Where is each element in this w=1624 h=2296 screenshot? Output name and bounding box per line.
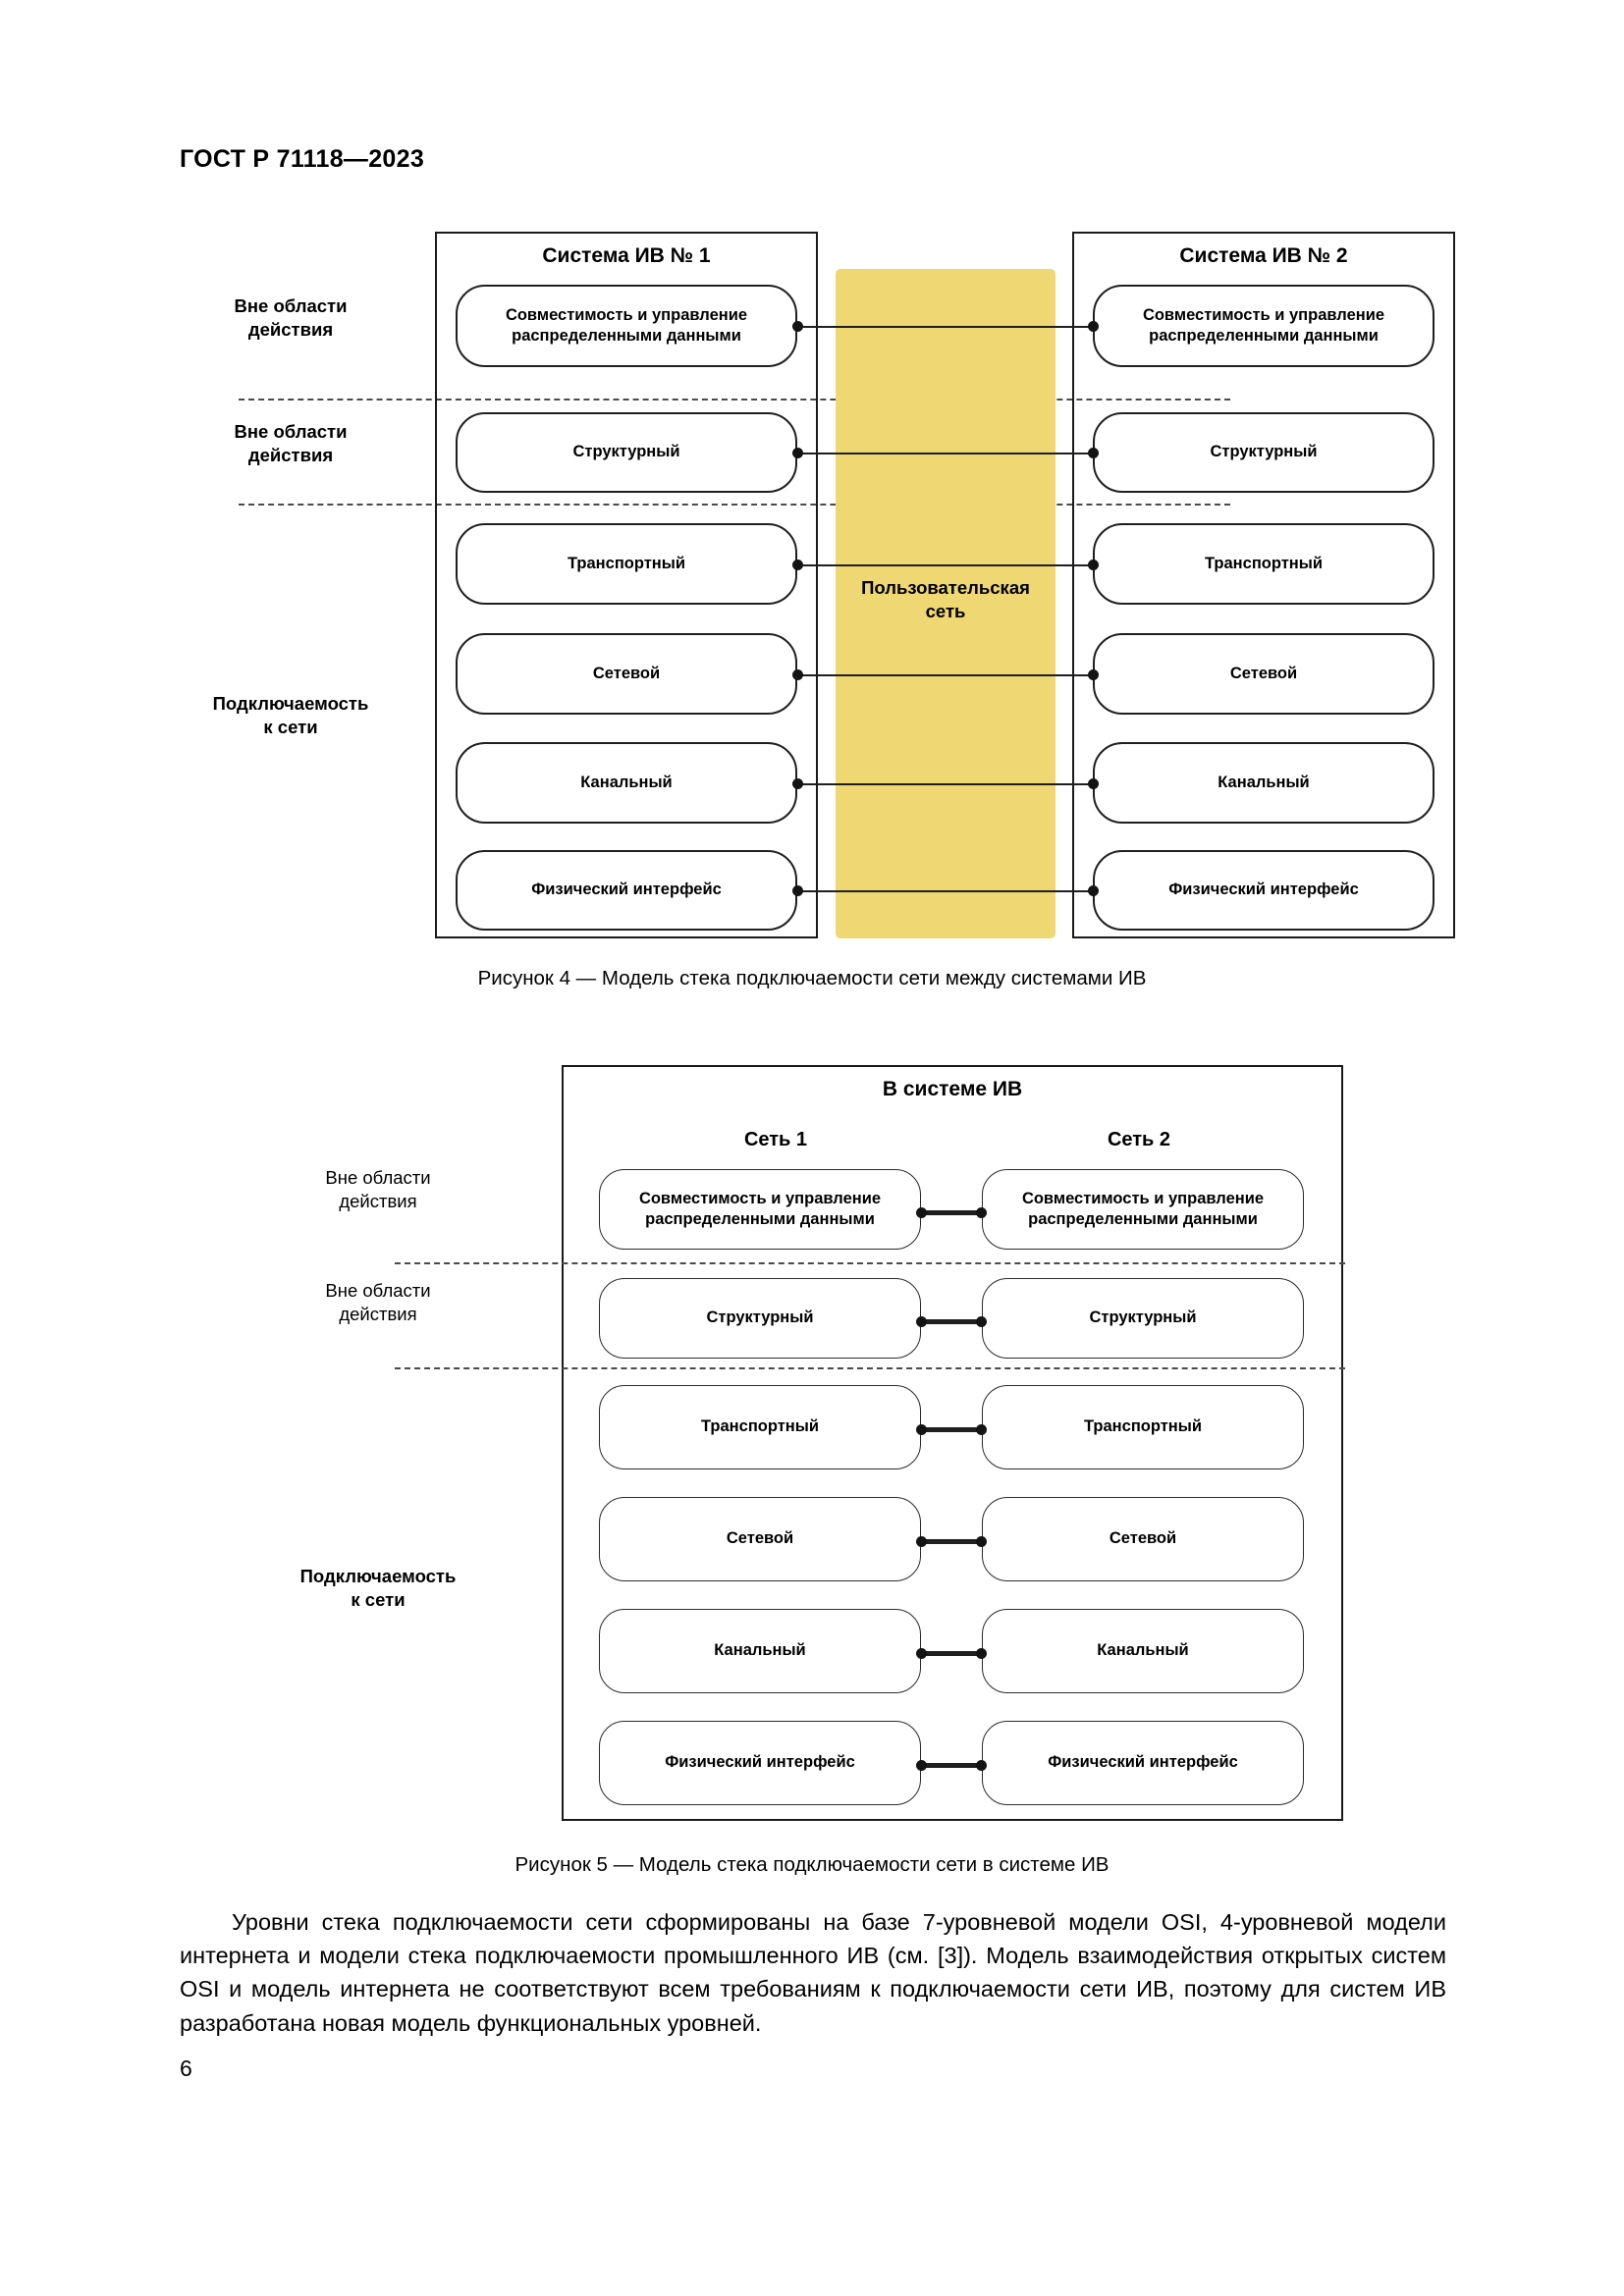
figure5-net2-layer-box-network: Сетевой <box>982 1497 1304 1581</box>
figure4-right-system-panel <box>1072 232 1455 938</box>
figure4-left-layer-box-structural: Структурный <box>456 412 797 493</box>
figure4-connector-dot-right-transport <box>1088 560 1099 570</box>
figure4-connector-dot-left-transport <box>792 560 803 570</box>
figure5-net2-layer-box-transport: Транспортный <box>982 1385 1304 1469</box>
figure4-left-layer-box-physical: Физический интерфейс <box>456 850 797 931</box>
figure4-connector-dot-left-datalink <box>792 778 803 789</box>
figure5-net2-layer-box-compatibility: Совместимость и управление распределенны… <box>982 1169 1304 1250</box>
figure4-connector-dot-right-datalink <box>1088 778 1099 789</box>
figure5-net1-layer-box-structural: Структурный <box>599 1278 921 1359</box>
figure5-connector-dot-right-transport <box>976 1424 987 1435</box>
figure5-net1-layer-box-datalink: Канальный <box>599 1609 921 1693</box>
figure4-side-label-3: Подключаемость к сети <box>212 693 369 738</box>
figure5-net1-layer-box-transport: Транспортный <box>599 1385 921 1469</box>
figure4-scope-rule-2 <box>239 504 1230 506</box>
figure4-connector-dot-right-physical <box>1088 885 1099 896</box>
figure4-connector-dot-right-compatibility <box>1088 321 1099 332</box>
figure4-connector-dot-left-network <box>792 669 803 680</box>
figure5-connector-network <box>921 1539 982 1544</box>
figure5-connector-dot-left-network <box>916 1536 927 1547</box>
figure5-side-label-3: Подключаемость к сети <box>299 1566 457 1611</box>
figure5-side-label-1: Вне области действия <box>325 1167 431 1212</box>
figure5-connector-dot-right-datalink <box>976 1648 987 1659</box>
figure5-connector-datalink <box>921 1651 982 1656</box>
figure5-connector-physical <box>921 1763 982 1768</box>
figure4-right-layer-box-transport: Транспортный <box>1093 523 1435 605</box>
figure5-connector-dot-left-compatibility <box>916 1207 927 1218</box>
figure4-left-layer-box-network: Сетевой <box>456 633 797 715</box>
figure5-connector-transport <box>921 1427 982 1432</box>
figure4-connector-network <box>797 674 1093 676</box>
figure4-side-label-1: Вне области действия <box>234 295 348 341</box>
figure4-connector-dot-left-structural <box>792 448 803 458</box>
figure5-column-title-network-2: Сеть 2 <box>1107 1129 1171 1150</box>
figure5-connector-dot-right-network <box>976 1536 987 1547</box>
figure5-side-label-2: Вне области действия <box>325 1280 431 1325</box>
figure5-net2-layer-box-physical: Физический интерфейс <box>982 1721 1304 1805</box>
figure5-scope-rule-2 <box>395 1367 1345 1369</box>
figure4-scope-rule-1 <box>239 399 1230 400</box>
figure5-net1-layer-box-network: Сетевой <box>599 1497 921 1581</box>
figure4-caption: Рисунок 4 — Модель стека подключаемости … <box>477 967 1147 989</box>
figure5-connector-dot-right-structural <box>976 1316 987 1327</box>
figure-4: Вне области действия Вне области действи… <box>0 0 1624 1001</box>
figure-5: Вне области действия Вне области действи… <box>299 1065 1345 1876</box>
figure5-caption: Рисунок 5 — Модель стека подключаемости … <box>514 1853 1110 1876</box>
body-paragraph: Уровни стека подключаемости сети сформир… <box>180 1909 1446 2036</box>
figure5-connector-dot-right-physical <box>976 1760 987 1771</box>
document-header-standard-number: ГОСТ Р 71118—2023 <box>180 145 425 173</box>
figure5-column-title-network-1: Сеть 1 <box>743 1129 808 1150</box>
figure4-connector-compatibility <box>797 326 1093 328</box>
figure5-net1-layer-box-physical: Физический интерфейс <box>599 1721 921 1805</box>
figure5-system-title: В системе ИВ <box>882 1078 1023 1100</box>
figure4-right-layer-box-datalink: Канальный <box>1093 742 1435 824</box>
figure5-connector-dot-left-structural <box>916 1316 927 1327</box>
figure5-connector-dot-left-transport <box>916 1424 927 1435</box>
figure4-connector-dot-left-compatibility <box>792 321 803 332</box>
figure5-connector-compatibility <box>921 1210 982 1215</box>
figure4-connector-dot-right-structural <box>1088 448 1099 458</box>
page-number: 6 <box>180 2056 192 2081</box>
figure5-net1-layer-box-compatibility: Совместимость и управление распределенны… <box>599 1169 921 1250</box>
figure4-left-layer-box-compatibility: Совместимость и управление распределенны… <box>456 285 797 367</box>
figure5-connector-dot-right-compatibility <box>976 1207 987 1218</box>
figure5-system-panel <box>562 1065 1343 1821</box>
figure5-connector-structural <box>921 1319 982 1324</box>
figure4-connector-dot-left-physical <box>792 885 803 896</box>
figure4-connector-datalink <box>797 783 1093 785</box>
figure4-side-label-2: Вне области действия <box>234 421 348 466</box>
figure4-connector-dot-right-network <box>1088 669 1099 680</box>
figure4-right-system-title: Система ИВ № 2 <box>1179 244 1348 267</box>
figure5-connector-dot-left-datalink <box>916 1648 927 1659</box>
figure5-net2-layer-box-structural: Структурный <box>982 1278 1304 1359</box>
figure5-scope-rule-1 <box>395 1262 1345 1264</box>
figure4-user-network-label: Пользовательская сеть <box>861 577 1030 622</box>
figure4-connector-transport <box>797 564 1093 566</box>
figure4-connector-structural <box>797 453 1093 454</box>
figure4-left-system-panel <box>435 232 818 938</box>
figure4-left-layer-box-datalink: Канальный <box>456 742 797 824</box>
figure5-connector-dot-left-physical <box>916 1760 927 1771</box>
figure4-user-network-band <box>836 269 1056 938</box>
figure4-left-system-title: Система ИВ № 1 <box>542 244 711 267</box>
figure4-connector-physical <box>797 890 1093 892</box>
figure5-net2-layer-box-datalink: Канальный <box>982 1609 1304 1693</box>
figure4-right-layer-box-physical: Физический интерфейс <box>1093 850 1435 931</box>
figure4-right-layer-box-network: Сетевой <box>1093 633 1435 715</box>
figure4-right-layer-box-structural: Структурный <box>1093 412 1435 493</box>
